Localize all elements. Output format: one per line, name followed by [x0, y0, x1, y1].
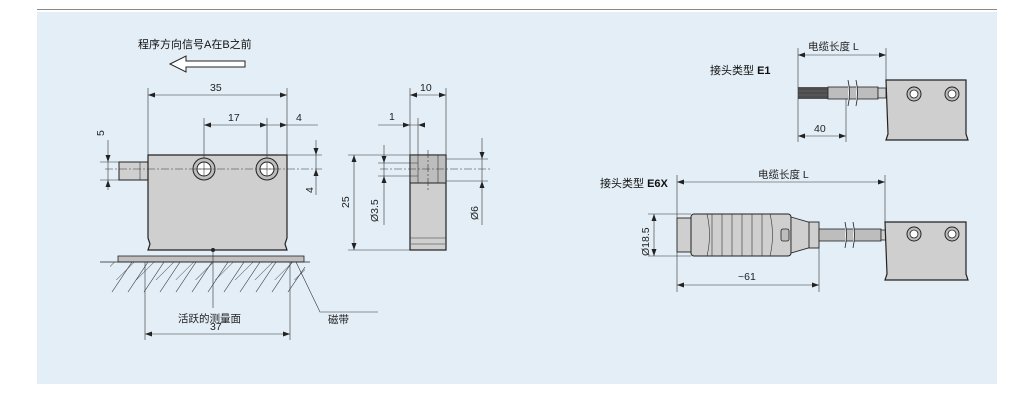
dim-10: 10 — [420, 82, 432, 94]
ground-fill-mask — [110, 280, 305, 294]
magnetic-tape-strip — [117, 255, 305, 263]
e6x-plug-ribs — [711, 214, 763, 256]
dim-4-top-arrow — [280, 122, 287, 128]
e6x-plug-nut — [808, 221, 820, 249]
dim-37: 37 — [210, 321, 222, 333]
e6x-plug-contours — [706, 213, 773, 257]
dim-dia-6: Ø6 — [469, 206, 481, 220]
e6x-cable-length: 电缆长度 L — [758, 168, 809, 181]
e1-screw-left — [906, 86, 922, 102]
cable-stub-left — [118, 161, 149, 181]
e6x-cable — [818, 228, 882, 242]
e1-cable — [827, 86, 879, 100]
dim-4-right: 4 — [304, 187, 316, 193]
dim-1: 1 — [389, 111, 395, 123]
dim-4-top: 4 — [296, 112, 302, 124]
direction-signal-label: 程序方向信号A在B之前 — [138, 37, 252, 51]
tape-label: 磁带 — [328, 313, 349, 326]
dim-4r-arrows — [313, 148, 319, 176]
dim-5-arrows — [105, 155, 111, 187]
e6x-dim-61: ~61 — [738, 271, 756, 283]
sensor-body-front — [147, 154, 288, 251]
side-view: 10 1 25 Ø3.5 Ø6 — [340, 82, 490, 251]
dim-17: 17 — [228, 112, 240, 124]
e6x-screw-left — [906, 226, 922, 242]
dim-5: 5 — [95, 130, 107, 136]
e6x-plug-notch — [780, 228, 790, 242]
connector-e6x-view: 接头类型 E6X — [600, 168, 969, 292]
direction-arrow — [168, 55, 246, 73]
front-view: 程序方向信号A在B之前 — [95, 37, 378, 340]
connector-e1-label: 接头类型 E1 — [710, 63, 771, 77]
e6x-dim-dia-18-5: Ø18.5 — [640, 227, 652, 256]
e6x-cable-break — [844, 221, 855, 249]
tape-leader — [295, 261, 378, 313]
dim-17-arrows — [204, 122, 267, 128]
e1-wire-strands — [798, 88, 828, 98]
dim-1-arrows — [403, 122, 425, 128]
e1-cable-length: 电缆长度 L — [808, 40, 859, 53]
connector-e1-view: 接头类型 E1 电缆长度 L — [710, 40, 969, 142]
e6x-plug-tip — [676, 217, 692, 253]
dim-25: 25 — [340, 196, 352, 208]
e1-cable-break — [847, 79, 858, 107]
e6x-screw-right — [944, 226, 960, 242]
connector-e6x-label: 接头类型 E6X — [600, 176, 669, 190]
top-rule — [37, 9, 997, 10]
e1-cable-gland — [877, 87, 887, 99]
dim-35: 35 — [210, 82, 222, 94]
active-face-label: 活跃的测量面 — [178, 312, 241, 325]
e6x-plug-body — [690, 213, 792, 257]
dim-d35-arrows — [381, 156, 387, 183]
e1-dim-40: 40 — [814, 123, 826, 135]
dim-dia-3-5: Ø3.5 — [369, 199, 381, 222]
e1-screw-right — [944, 86, 960, 102]
hatch-lines — [111, 261, 306, 293]
